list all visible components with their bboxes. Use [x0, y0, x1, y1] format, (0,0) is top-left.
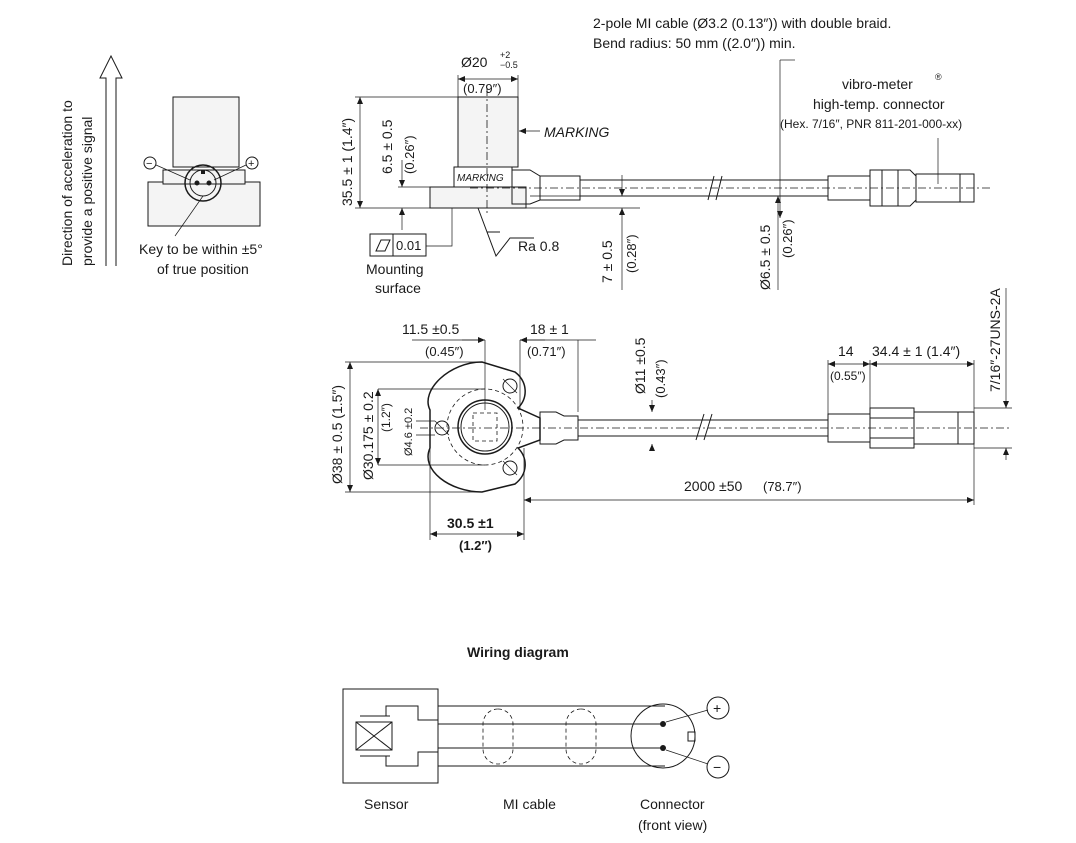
- connector-note-line3: (Hex. 7/16″, PNR 811-201-000-xx): [780, 117, 962, 131]
- wiring-diagram: Wiring diagram + − Sensor MI cable Conne…: [342, 644, 730, 833]
- wiring-sensor-label: Sensor: [364, 796, 409, 812]
- dim-dia30175-in: (1.2″): [379, 403, 393, 432]
- wiring-title: Wiring diagram: [467, 644, 569, 660]
- mounting-base-front: [147, 181, 261, 227]
- dim-height-base: 6.5 ± 0.5: [379, 119, 395, 174]
- polarity-minus: −: [146, 158, 152, 170]
- dim-2000: 2000 ±50: [684, 478, 743, 494]
- minus-circle-wiring-icon: [706, 755, 730, 779]
- mounting-hole-bottom-icon: [502, 460, 518, 476]
- roughness-value: Ra 0.8: [518, 238, 559, 254]
- pin-plus-icon: [206, 180, 212, 186]
- marking-label: MARKING: [457, 173, 504, 184]
- pin-minus-icon: [194, 180, 200, 186]
- mounting-line1: Mounting: [366, 261, 424, 277]
- wiring-minus: −: [713, 759, 721, 775]
- dim-dia46: Ø4.6 ±0.2: [403, 408, 415, 456]
- connector-front: [630, 703, 696, 769]
- connector-hex-front: [184, 164, 222, 202]
- wiring-cable-label: MI cable: [503, 796, 556, 812]
- cable-note-line1: 2-pole MI cable (Ø3.2 (0.13″)) with doub…: [593, 15, 891, 31]
- dim-14-in: (0.55″): [830, 369, 866, 383]
- dim-7: 7 ± 0.5: [599, 240, 615, 283]
- plus-circle-icon: [245, 156, 259, 170]
- braid-1: [482, 708, 514, 765]
- pin-minus: [660, 745, 666, 751]
- marking-callout: MARKING: [544, 124, 609, 140]
- dim-305-in: (1.2″): [459, 538, 492, 553]
- dim-115: 11.5 ±0.5: [402, 321, 459, 337]
- key-note-line2: of true position: [157, 261, 249, 277]
- dim-2000-in: (78.7″): [763, 479, 802, 494]
- sensor-body-side: [457, 96, 519, 168]
- direction-label-line2: provide a positive signal: [79, 117, 95, 266]
- connector-note-reg: ®: [935, 72, 942, 82]
- flatness-icon: [375, 239, 391, 252]
- wiring-connector-line1: Connector: [640, 796, 705, 812]
- mounting-line2: surface: [375, 280, 421, 296]
- dim-dia20-in: (0.79″): [463, 81, 502, 96]
- flatness-value: 0.01: [396, 238, 421, 253]
- dim-dia38: Ø38 ± 0.5 (1.5″): [329, 385, 345, 484]
- dim-dia11-in: (0.43″): [653, 359, 668, 398]
- flatness-frame: [369, 233, 427, 257]
- dim-344: 34.4 ± 1 (1.4″): [872, 343, 960, 359]
- dim-dia65-in: (0.26″): [780, 219, 795, 258]
- connector-note-line2: high-temp. connector: [813, 96, 945, 112]
- dim-dia20-lower: −0.5: [500, 60, 518, 70]
- dim-height-base-in: (0.26″): [402, 135, 417, 174]
- dim-height-total: 35.5 ± 1 (1.4″): [339, 118, 355, 206]
- dim-dia65: Ø6.5 ± 0.5: [757, 225, 773, 290]
- dim-18-in: (0.71″): [527, 344, 566, 359]
- dim-thread: 7/16″-27UNS-2A: [987, 288, 1003, 392]
- wiring-plus: +: [713, 700, 721, 716]
- dim-18: 18 ± 1: [530, 321, 569, 337]
- key-icon: [201, 170, 205, 174]
- dim-dia30175: Ø30.175 ± 0.2: [360, 391, 376, 480]
- plus-circle-wiring-icon: [706, 696, 730, 720]
- connector-note-line1: vibro-meter: [842, 76, 913, 92]
- side-view: MARKING Ø20 +2 −0.5 (0.79″) MARKING 35.5…: [339, 50, 990, 296]
- minus-circle-icon: [143, 156, 157, 170]
- dim-dia11: Ø11 ±0.5: [632, 337, 648, 394]
- dim-dia20-upper: +2: [500, 50, 510, 60]
- key-note-line1: Key to be within ±5°: [139, 241, 263, 257]
- pin-plus: [660, 721, 666, 727]
- cable-note-line2: Bend radius: 50 mm ((2.0″)) min.: [593, 35, 796, 51]
- dim-dia20: Ø20: [461, 54, 488, 70]
- braid-2: [565, 708, 597, 765]
- dim-7-in: (0.28″): [624, 234, 639, 273]
- sensor-body-front: [172, 96, 240, 168]
- dim-305: 30.5 ±1: [447, 515, 494, 531]
- direction-label-line1: Direction of acceleration to: [59, 100, 75, 266]
- top-view: 11.5 ±0.5 (0.45″) 18 ± 1 (0.71″) Ø11 ±0.…: [329, 288, 1012, 553]
- front-view: − + Key to be within ±5° of true positio…: [139, 96, 263, 277]
- pin-area-top: [472, 412, 498, 442]
- sensor-box: [342, 688, 439, 784]
- wiring-connector-line2: (front view): [638, 817, 707, 833]
- direction-arrow-icon: [99, 54, 123, 266]
- direction-indicator: Direction of acceleration to provide a p…: [59, 54, 123, 266]
- polarity-plus: +: [248, 158, 254, 170]
- mounting-hole-top-icon: [502, 378, 518, 394]
- dim-115-in: (0.45″): [425, 344, 464, 359]
- dim-14: 14: [838, 343, 854, 359]
